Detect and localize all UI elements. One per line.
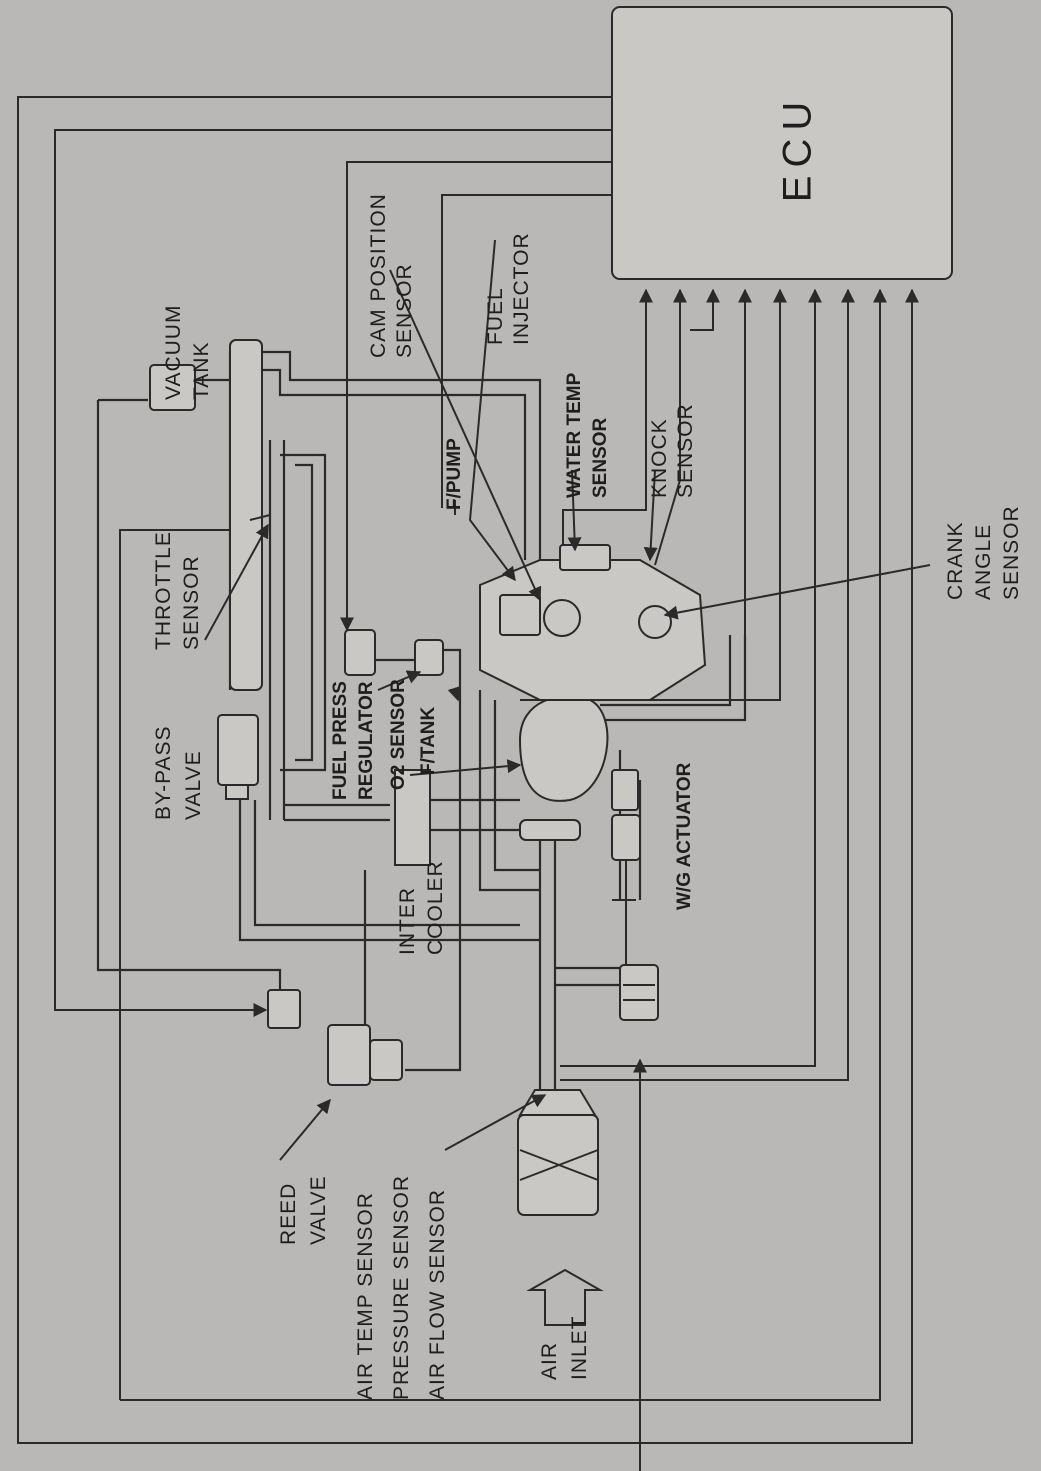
- engine-block: [479, 544, 707, 701]
- label-water-temp-sensor: WATER TEMP SENSOR: [564, 372, 611, 498]
- label-reed-valve: REED VALVE: [277, 1175, 330, 1245]
- svg-text:CAM POSITION: CAM POSITION: [367, 193, 390, 358]
- label-cam-position-sensor: CAM POSITION SENSOR: [367, 193, 416, 358]
- svg-text:BY-PASS: BY-PASS: [152, 725, 175, 820]
- svg-text:KNOCK: KNOCK: [648, 418, 671, 498]
- svg-text:AIR FLOW SENSOR: AIR FLOW SENSOR: [426, 1189, 449, 1400]
- svg-text:COOLER: COOLER: [424, 860, 447, 955]
- svg-text:SENSOR: SENSOR: [393, 263, 416, 358]
- svg-text:CRANK: CRANK: [944, 521, 967, 600]
- svg-text:REGULATOR: REGULATOR: [356, 681, 377, 800]
- fuel-press-regulator: [344, 629, 444, 676]
- svg-text:W/G ACTUATOR: W/G ACTUATOR: [674, 762, 695, 910]
- svg-text:F/TANK: F/TANK: [418, 706, 439, 775]
- intercooler: [394, 769, 431, 866]
- svg-text:VALVE: VALVE: [182, 750, 205, 820]
- label-throttle-sensor: THROTTLE SENSOR: [152, 531, 203, 650]
- svg-text:INLET: INLET: [568, 1315, 591, 1380]
- label-f-tank: F/TANK: [418, 706, 439, 775]
- label-air-temp-sensor: AIR TEMP SENSOR: [354, 1192, 377, 1400]
- outer-wires: [17, 96, 919, 1471]
- label-crank-angle-sensor: CRANK ANGLE SENSOR: [944, 505, 1023, 600]
- svg-text:AIR TEMP SENSOR: AIR TEMP SENSOR: [354, 1192, 377, 1400]
- svg-text:SENSOR: SENSOR: [180, 555, 203, 650]
- svg-text:AIR: AIR: [538, 1342, 561, 1380]
- leader-lines: [204, 239, 931, 1161]
- label-air-flow-sensor: AIR FLOW SENSOR: [426, 1189, 449, 1400]
- svg-text:INTER: INTER: [396, 887, 419, 955]
- svg-text:PRESSURE SENSOR: PRESSURE SENSOR: [390, 1175, 413, 1400]
- label-pressure-sensor: PRESSURE SENSOR: [390, 1175, 413, 1400]
- svg-text:VALVE: VALVE: [307, 1175, 330, 1245]
- vacuum-tank: [149, 364, 235, 411]
- label-fuel-injector: FUEL INJECTOR: [484, 232, 533, 345]
- air-inlet-arrow: [526, 1268, 604, 1326]
- wastegate: [611, 814, 659, 1021]
- svg-text:INJECTOR: INJECTOR: [510, 232, 533, 345]
- svg-text:WATER TEMP: WATER TEMP: [564, 372, 585, 498]
- svg-text:FUEL PRESS: FUEL PRESS: [330, 681, 351, 800]
- svg-text:TANK: TANK: [190, 342, 213, 400]
- label-knock-sensor: KNOCK SENSOR: [648, 403, 697, 498]
- svg-text:F/PUMP: F/PUMP: [444, 438, 465, 510]
- label-fuel-press-regulator: FUEL PRESS REGULATOR: [330, 681, 377, 800]
- label-by-pass-valve: BY-PASS VALVE: [152, 725, 205, 820]
- label-air-inlet: AIR INLET: [538, 1315, 591, 1380]
- svg-text:THROTTLE: THROTTLE: [152, 531, 175, 650]
- label-o2-sensor: O2 SENSOR: [388, 679, 409, 790]
- svg-text:VACUUM: VACUUM: [162, 305, 185, 400]
- svg-text:O2 SENSOR: O2 SENSOR: [388, 679, 409, 790]
- svg-text:SENSOR: SENSOR: [674, 403, 697, 498]
- label-inter-cooler: INTER COOLER: [396, 860, 447, 955]
- by-pass-valve: [217, 714, 259, 800]
- svg-text:SENSOR: SENSOR: [590, 417, 611, 498]
- ecu-label: ECU: [776, 94, 820, 202]
- reed-valve: [267, 989, 403, 1086]
- label-w-g-actuator: W/G ACTUATOR: [674, 762, 695, 910]
- svg-text:REED: REED: [277, 1183, 300, 1245]
- svg-text:ANGLE: ANGLE: [972, 524, 995, 600]
- label-f-pump: F/PUMP: [444, 438, 465, 510]
- throttle-body: [229, 339, 271, 691]
- svg-text:FUEL: FUEL: [484, 287, 507, 345]
- label-vacuum-tank: VACUUM TANK: [162, 305, 213, 400]
- air-flow-sensor: [517, 1089, 599, 1216]
- ecu-box: ECU: [611, 6, 953, 280]
- svg-text:SENSOR: SENSOR: [1000, 505, 1023, 600]
